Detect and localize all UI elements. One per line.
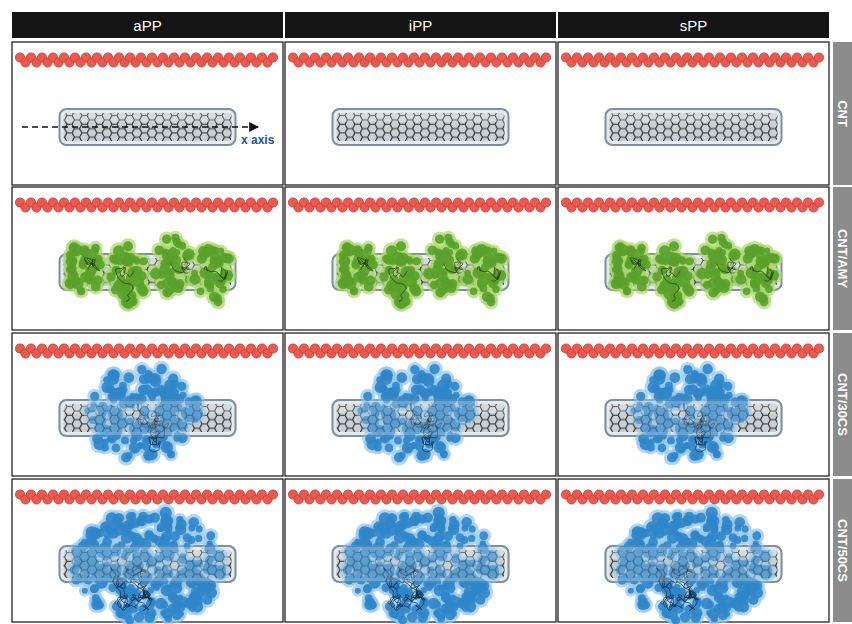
axis-label: x axis	[240, 133, 275, 147]
axis-arrow	[22, 126, 258, 127]
row-label-text: CNT	[836, 100, 849, 127]
polymer-bead	[814, 53, 823, 62]
panel	[12, 187, 283, 330]
polymer-bead	[268, 53, 277, 62]
polymer-chain	[15, 490, 277, 504]
panel-frame	[12, 479, 283, 622]
panel-frame	[558, 42, 829, 185]
polymer-bead	[541, 344, 550, 353]
polymer-chain	[561, 490, 823, 504]
header-text: sPP	[680, 18, 708, 33]
amylose-strand	[376, 238, 424, 312]
amylose-strand	[693, 231, 744, 301]
polymer-bead	[814, 344, 823, 353]
header-text: iPP	[409, 18, 432, 33]
polymer-bead	[268, 198, 277, 207]
amylose-strand	[459, 241, 509, 309]
panel	[558, 42, 829, 185]
amylose-strand	[608, 239, 654, 298]
row-label-band: CNT/50CS	[833, 479, 852, 622]
polymer-bead	[814, 490, 823, 499]
panel-frame	[285, 333, 556, 476]
panel	[12, 42, 283, 185]
row-label-text: CNT/30CS	[836, 373, 849, 436]
amylose-strand	[732, 241, 782, 309]
amylose-strand	[335, 239, 381, 298]
carbon-nanotube	[333, 400, 509, 436]
polymer-chain	[15, 53, 277, 67]
polymer-chain	[15, 344, 277, 358]
amylose-strand	[420, 231, 471, 301]
panel-frame	[558, 187, 829, 330]
amylose-strand	[649, 238, 697, 312]
polymer-bead	[541, 490, 550, 499]
carbon-nanotube	[333, 400, 509, 436]
carbon-nanotube	[606, 400, 782, 436]
panel-frame	[12, 187, 283, 330]
panel	[558, 333, 829, 476]
row-label-text: CNT/AMY	[836, 229, 849, 288]
carbon-nanotube	[60, 400, 236, 436]
row-label-text: CNT/50CS	[836, 519, 849, 582]
panel	[285, 42, 556, 185]
row-label-band: CNT/AMY	[833, 187, 852, 330]
polymer-bead	[268, 490, 277, 499]
panel	[285, 333, 556, 476]
panel-frame	[558, 479, 829, 622]
panel	[12, 479, 283, 624]
carbon-nanotube	[606, 109, 782, 145]
polymer-chain	[288, 344, 550, 358]
row-label-band: CNT/30CS	[833, 333, 852, 476]
amylose-strand	[147, 231, 198, 301]
polymer-chain	[288, 198, 550, 212]
amylose-strand	[186, 241, 236, 309]
carbon-nanotube	[333, 546, 509, 582]
panel	[558, 479, 829, 624]
panel-frame	[285, 42, 556, 185]
polymer-bead	[541, 53, 550, 62]
polymer-chain	[288, 53, 550, 67]
polymer-bead	[541, 198, 550, 207]
polymer-chain	[288, 490, 550, 504]
row-label-band: CNT	[833, 42, 852, 185]
header-text: aPP	[133, 18, 161, 33]
panel	[558, 187, 829, 330]
panel	[285, 479, 556, 624]
carbon-nanotube	[606, 400, 782, 436]
panel-frame	[285, 187, 556, 330]
polymer-chain	[15, 198, 277, 212]
column-header: iPP	[285, 12, 556, 38]
column-header: aPP	[12, 12, 283, 38]
amylose-strand	[62, 239, 108, 298]
column-header: sPP	[558, 12, 829, 38]
panel-frame	[12, 42, 283, 185]
panel-frame	[558, 333, 829, 476]
carbon-nanotube	[606, 546, 782, 582]
amylose-strand	[103, 238, 151, 312]
panel-frame	[285, 479, 556, 622]
carbon-nanotube	[333, 546, 509, 582]
panel-frame	[12, 333, 283, 476]
polymer-chain	[561, 53, 823, 67]
polymer-chain	[561, 198, 823, 212]
carbon-nanotube	[60, 400, 236, 436]
polymer-bead	[814, 198, 823, 207]
panel	[285, 187, 556, 330]
panel	[12, 333, 283, 476]
carbon-nanotube	[60, 546, 236, 582]
carbon-nanotube	[60, 546, 236, 582]
polymer-bead	[268, 344, 277, 353]
polymer-chain	[561, 344, 823, 358]
carbon-nanotube	[333, 109, 509, 145]
carbon-nanotube	[606, 546, 782, 582]
